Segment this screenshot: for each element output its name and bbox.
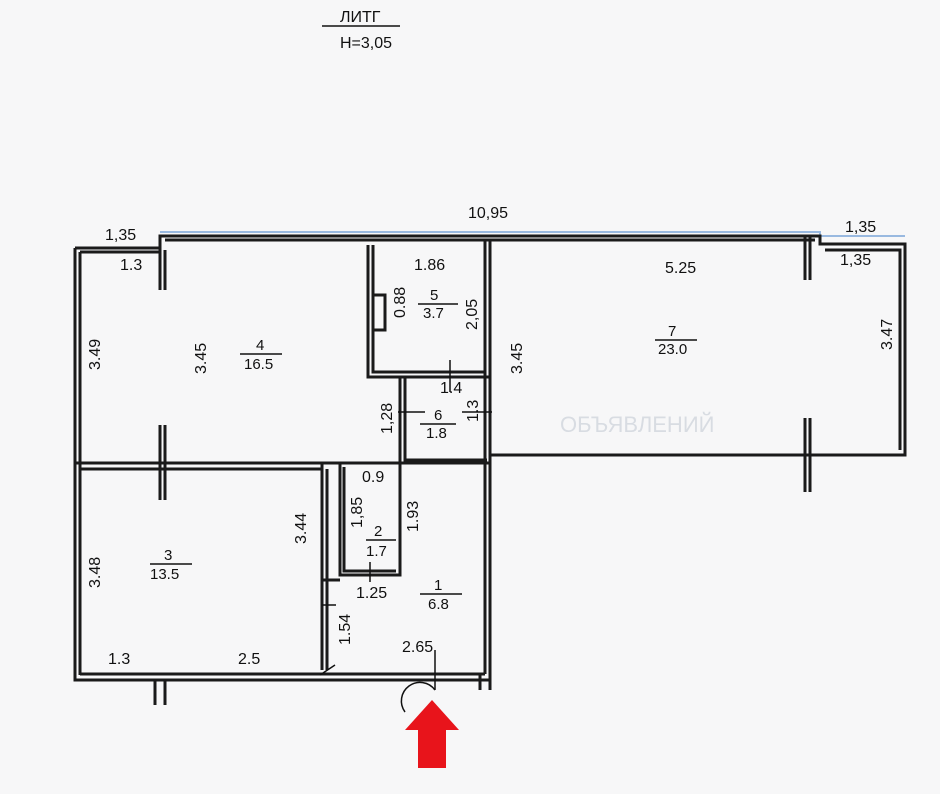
svg-text:2: 2	[374, 523, 382, 540]
svg-text:4: 4	[256, 337, 264, 354]
svg-text:7: 7	[668, 323, 676, 340]
dim-room7-left: 3.45	[509, 343, 526, 374]
dim-room2-width: 0.9	[362, 469, 384, 486]
dim-room7-width: 5.25	[665, 260, 696, 277]
dim-right-top-inner: 1,35	[840, 252, 871, 269]
watermark: ОБЪЯВЛЕНИЙ	[560, 412, 714, 437]
room-6-label: 6 1.8	[420, 407, 456, 442]
entrance-arrow-icon	[405, 700, 459, 768]
dim-room4-height: 3.45	[193, 343, 210, 374]
svg-text:13.5: 13.5	[150, 566, 179, 583]
dim-room1-left: 1.54	[337, 614, 354, 645]
walls	[73, 231, 907, 705]
dim-room6-left: 1,28	[379, 403, 396, 434]
dim-bottom-mid: 2.5	[238, 651, 260, 668]
dim-room6-width: 1.4	[440, 380, 462, 397]
dim-right-top: 1,35	[845, 219, 876, 236]
dim-room5-niche: 0.88	[392, 287, 409, 318]
dim-left-upper: 3.49	[87, 339, 104, 370]
room-7-label: 7 23.0	[655, 323, 697, 358]
svg-text:16.5: 16.5	[244, 356, 273, 373]
dim-room2-bottom: 1.25	[356, 585, 387, 602]
dim-top-left: 1,35	[105, 227, 136, 244]
dim-room1-height: 1.93	[405, 501, 422, 532]
svg-text:5: 5	[430, 287, 438, 304]
svg-text:6: 6	[434, 407, 442, 424]
dim-room2-height: 1,85	[349, 497, 366, 528]
svg-text:6.8: 6.8	[428, 596, 449, 613]
dim-room5-width: 1.86	[414, 257, 445, 274]
svg-text:23.0: 23.0	[658, 341, 687, 358]
room-2-label: 2 1.7	[366, 523, 396, 560]
dim-left-lower: 3.48	[87, 557, 104, 588]
ceiling-height: Н=3,05	[340, 35, 392, 52]
room-1-label: 1 6.8	[420, 577, 462, 613]
dim-bottom-entry: 2.65	[402, 639, 433, 656]
entrance-door-swing	[400, 681, 436, 713]
plan-title: ЛИТГ	[340, 9, 381, 26]
svg-text:3: 3	[164, 547, 172, 564]
dim-room5-height: 2,05	[464, 299, 481, 330]
dim-right-height: 3.47	[879, 319, 896, 350]
svg-text:1.8: 1.8	[426, 425, 447, 442]
room-5-label: 5 3.7	[418, 287, 458, 322]
svg-text:3.7: 3.7	[423, 305, 444, 322]
room-3-label: 3 13.5	[150, 547, 192, 583]
dim-bottom-left: 1.3	[108, 651, 130, 668]
dim-top-total: 10,95	[468, 205, 508, 222]
room-4-label: 4 16.5	[240, 337, 282, 373]
dim-left-top-inner: 1.3	[120, 257, 142, 274]
dim-room6-right: 1.3	[465, 400, 482, 422]
dim-room3-height: 3.44	[293, 513, 310, 544]
svg-text:1.7: 1.7	[366, 543, 387, 560]
svg-text:1: 1	[434, 577, 442, 594]
